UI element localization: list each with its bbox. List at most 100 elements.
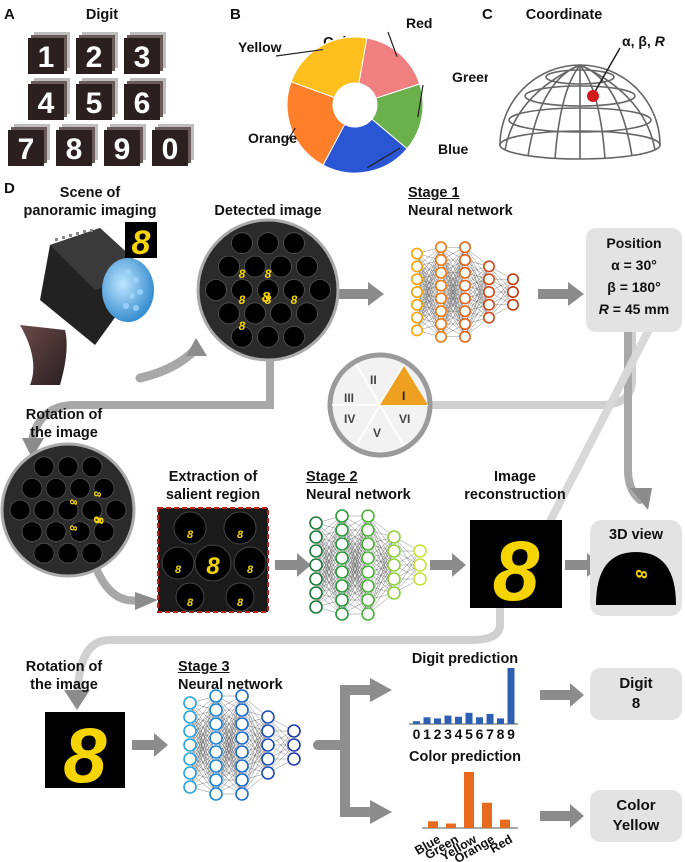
digit-bar-label: 1: [423, 726, 431, 742]
digit-glyph: 8: [262, 289, 271, 306]
neuron: [335, 593, 349, 607]
lens-hole: [296, 302, 318, 325]
digit-bar: [434, 718, 441, 724]
digit-tile: [124, 84, 160, 120]
color-bar: [500, 819, 510, 828]
digit-result-line1: Digit: [619, 675, 653, 692]
digit-tile: [76, 84, 112, 120]
neuron: [209, 703, 223, 717]
scene-title-line2: panoramic imaging: [23, 203, 157, 219]
digit-tile: [124, 38, 160, 74]
digit-tile-label: 3: [134, 41, 151, 74]
neuron: [183, 752, 197, 766]
digit-bar: [486, 713, 494, 724]
neuron: [361, 537, 375, 551]
lens-hole: [33, 456, 55, 478]
neuron: [209, 759, 223, 773]
neuron: [387, 544, 401, 558]
neuron: [235, 689, 249, 703]
digit-glyph: 8: [67, 499, 78, 505]
color-bar: [446, 823, 456, 828]
neuron: [287, 724, 301, 738]
digit-tile-label: 0: [162, 133, 179, 166]
color-donut: RedGreenBlueOrangeYellow: [238, 15, 488, 174]
digit-glyph: 8: [239, 267, 246, 281]
donut-label: Green: [452, 69, 488, 85]
neuron: [361, 509, 375, 523]
neuron: [458, 292, 471, 305]
neuron: [335, 523, 349, 537]
reconstruction-title: Image reconstruction: [455, 468, 575, 504]
neuron: [183, 696, 197, 710]
neuron: [361, 523, 375, 537]
stage2-title: Stage 2 Neural network: [306, 468, 411, 504]
digit-bar-label: 0: [413, 726, 421, 742]
digit-glyph: 8: [187, 529, 194, 541]
donut-label: Yellow: [238, 39, 282, 55]
neuron: [458, 330, 471, 343]
donut-label: Orange: [248, 130, 297, 146]
neuron: [335, 579, 349, 593]
neuron: [413, 572, 427, 586]
digit-bar-label: 7: [486, 726, 494, 742]
neuron: [387, 572, 401, 586]
position-alpha: α = 30°: [611, 257, 657, 273]
neuron: [434, 330, 447, 343]
lens-hole: [218, 255, 240, 278]
digit-glyph: 8: [91, 517, 102, 523]
lens-hole: [57, 542, 79, 564]
digit-glyph: 8: [206, 553, 220, 580]
lens-hole: [21, 477, 43, 499]
neuron: [261, 710, 275, 724]
lens-hole: [45, 477, 67, 499]
neuron: [458, 266, 471, 279]
rotation1-title: Rotation of the image: [4, 406, 124, 442]
digit-glyph: 8: [132, 224, 151, 262]
digit-glyph: 8: [265, 293, 272, 307]
color-result-box: Color Yellow: [590, 790, 682, 842]
neuron: [235, 717, 249, 731]
rotation1-line1: Rotation of: [25, 407, 103, 423]
neuron: [410, 260, 423, 273]
neuron: [434, 292, 447, 305]
digit-glyph: 8: [63, 711, 107, 799]
sector-label-i: I: [402, 389, 406, 403]
digit-glyph: 8: [493, 524, 540, 618]
panel-label-d: D: [4, 180, 15, 197]
color-bar: [482, 802, 492, 828]
lens-hole: [283, 325, 305, 348]
extraction-line2: salient region: [165, 487, 261, 503]
neuron: [482, 260, 495, 273]
extraction-line1: Extraction of: [168, 469, 258, 485]
lens-hole: [244, 302, 266, 325]
sensor-device: [20, 228, 154, 385]
digit-bar-label: 5: [465, 726, 473, 742]
lens-hole: [69, 477, 91, 499]
neuron: [434, 305, 447, 318]
lens-hole: [270, 255, 292, 278]
neuron: [387, 586, 401, 600]
neuron: [261, 724, 275, 738]
digit-glyph: 8: [247, 564, 254, 576]
color-bar: [464, 772, 474, 828]
position-radius: R = 45 mm: [598, 301, 670, 317]
neuron: [261, 766, 275, 780]
lens-hole: [93, 521, 115, 542]
digit-bar-label: 9: [507, 726, 515, 742]
stage1-network-label: Neural network: [408, 203, 513, 219]
scene-title: Scene of panoramic imaging: [10, 184, 170, 220]
donut-segment: [322, 118, 408, 174]
neuron: [387, 530, 401, 544]
digit-tile-label: 7: [18, 133, 35, 166]
coordinate-dome: [499, 47, 661, 160]
stage1-label: Stage 1: [408, 185, 460, 201]
digit-glyph: 8: [187, 597, 194, 609]
color-result-line2: Yellow: [612, 817, 660, 834]
digit-tile-label: 6: [134, 87, 151, 120]
neuron: [482, 285, 495, 298]
neuron: [287, 738, 301, 752]
neuron: [458, 305, 471, 318]
lens-hole: [270, 302, 292, 325]
neuron: [209, 717, 223, 731]
lens-hole: [257, 279, 279, 301]
